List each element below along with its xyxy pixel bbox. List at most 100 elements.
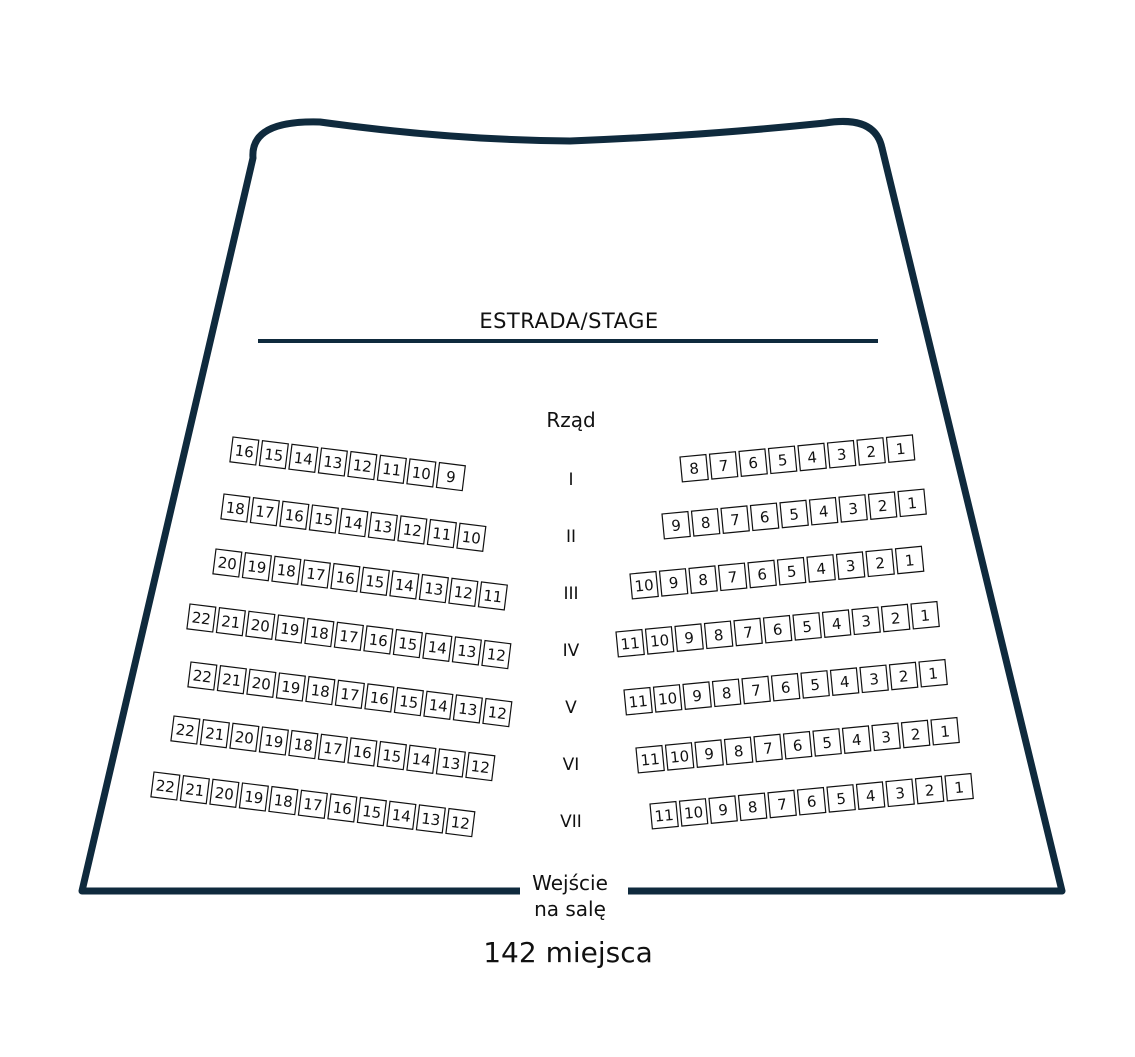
seat-box[interactable]	[393, 686, 424, 717]
seat-box[interactable]	[855, 781, 886, 810]
seat-left-row-III-12[interactable]: 12	[448, 577, 479, 607]
seat-box[interactable]	[317, 447, 348, 477]
seat-right-row-V-1[interactable]: 1	[918, 658, 948, 688]
seat-right-row-III-4[interactable]: 4	[806, 554, 836, 583]
seat-right-row-III-6[interactable]: 6	[747, 559, 777, 589]
seat-left-row-III-16[interactable]: 16	[330, 562, 361, 593]
seat-box[interactable]	[392, 628, 423, 659]
seat-box[interactable]	[422, 632, 453, 662]
seat-right-row-VI-1[interactable]: 1	[930, 716, 960, 746]
seat-left-row-V-16[interactable]: 16	[364, 683, 395, 713]
seat-box[interactable]	[910, 600, 940, 630]
seat-box[interactable]	[661, 510, 691, 540]
seat-left-row-VII-14[interactable]: 14	[386, 800, 417, 830]
seat-left-row-VII-21[interactable]: 21	[179, 775, 210, 805]
seat-box[interactable]	[415, 804, 446, 834]
seat-box[interactable]	[900, 719, 931, 749]
seat-left-row-V-15[interactable]: 15	[393, 686, 424, 717]
seat-left-row-VI-17[interactable]: 17	[317, 733, 348, 763]
seat-right-row-V-2[interactable]: 2	[888, 661, 919, 691]
seat-box[interactable]	[779, 499, 809, 529]
seat-left-row-VI-12[interactable]: 12	[465, 751, 496, 782]
seat-left-row-III-11[interactable]: 11	[477, 581, 508, 611]
seat-right-row-VII-3[interactable]: 3	[885, 778, 915, 808]
seat-box[interactable]	[376, 454, 407, 484]
seat-right-row-V-8[interactable]: 8	[711, 678, 742, 708]
seat-box[interactable]	[851, 606, 881, 636]
seat-box[interactable]	[826, 439, 857, 469]
seat-right-row-II-2[interactable]: 2	[867, 491, 898, 520]
seat-box[interactable]	[245, 610, 276, 640]
seat-box[interactable]	[347, 737, 378, 767]
seat-left-row-III-18[interactable]: 18	[271, 555, 302, 585]
seat-left-row-VII-12[interactable]: 12	[445, 807, 476, 838]
seat-right-row-IV-9[interactable]: 9	[674, 623, 704, 652]
seat-left-row-V-18[interactable]: 18	[305, 675, 336, 706]
seat-box[interactable]	[930, 716, 960, 746]
seat-left-row-II-16[interactable]: 16	[279, 500, 310, 530]
seat-left-row-III-14[interactable]: 14	[389, 570, 420, 600]
seat-box[interactable]	[465, 751, 496, 782]
seat-right-row-IV-5[interactable]: 5	[792, 612, 822, 641]
seat-left-row-VI-14[interactable]: 14	[406, 744, 437, 774]
seat-right-row-V-6[interactable]: 6	[770, 672, 801, 702]
seat-box[interactable]	[615, 628, 645, 658]
seat-left-row-V-17[interactable]: 17	[334, 679, 365, 709]
seat-right-row-VII-11[interactable]: 11	[649, 800, 679, 830]
seat-box[interactable]	[856, 437, 886, 466]
seat-right-row-IV-8[interactable]: 8	[703, 620, 734, 650]
seat-left-row-IV-19[interactable]: 19	[274, 614, 305, 644]
seat-left-row-VII-19[interactable]: 19	[238, 782, 269, 812]
seat-left-row-V-13[interactable]: 13	[452, 694, 483, 724]
seat-box[interactable]	[229, 436, 260, 466]
seat-box[interactable]	[753, 733, 783, 763]
seat-left-row-V-12[interactable]: 12	[482, 697, 513, 728]
seat-right-row-VI-2[interactable]: 2	[900, 719, 931, 749]
seat-box[interactable]	[406, 744, 437, 774]
seat-right-row-VII-9[interactable]: 9	[708, 795, 738, 824]
seat-box[interactable]	[274, 614, 305, 644]
seat-box[interactable]	[386, 800, 417, 830]
seat-right-row-IV-1[interactable]: 1	[910, 600, 940, 630]
seat-left-row-IV-18[interactable]: 18	[304, 617, 335, 648]
seat-box[interactable]	[738, 448, 768, 477]
seat-left-row-II-11[interactable]: 11	[426, 518, 457, 549]
seat-left-row-II-14[interactable]: 14	[338, 507, 369, 538]
seat-right-row-VII-6[interactable]: 6	[796, 786, 827, 816]
seat-right-row-II-6[interactable]: 6	[749, 502, 780, 532]
seat-box[interactable]	[737, 792, 768, 822]
seat-box[interactable]	[835, 551, 866, 580]
seat-box[interactable]	[918, 658, 948, 688]
seat-right-row-VI-4[interactable]: 4	[841, 725, 872, 754]
seat-left-row-VII-22[interactable]: 22	[150, 771, 181, 801]
seat-box[interactable]	[644, 626, 675, 655]
seat-box[interactable]	[170, 715, 201, 745]
seat-box[interactable]	[841, 725, 872, 754]
seat-box[interactable]	[897, 488, 927, 518]
seat-box[interactable]	[703, 620, 734, 650]
seat-box[interactable]	[688, 565, 718, 594]
seat-right-row-VI-7[interactable]: 7	[753, 733, 783, 763]
seat-box[interactable]	[711, 678, 742, 708]
seat-right-row-III-2[interactable]: 2	[865, 548, 895, 578]
seat-box[interactable]	[664, 742, 695, 771]
seat-left-row-VI-22[interactable]: 22	[170, 715, 201, 745]
seat-box[interactable]	[623, 686, 653, 716]
seat-box[interactable]	[367, 511, 398, 541]
seat-right-row-II-1[interactable]: 1	[897, 488, 927, 518]
seat-box[interactable]	[821, 609, 852, 638]
seat-box[interactable]	[334, 679, 365, 709]
seat-right-row-IV-6[interactable]: 6	[762, 614, 793, 644]
seat-left-row-V-20[interactable]: 20	[246, 668, 277, 698]
seat-right-row-II-4[interactable]: 4	[808, 496, 839, 526]
seat-box[interactable]	[894, 545, 925, 575]
seat-right-row-VI-11[interactable]: 11	[635, 744, 665, 774]
seat-box[interactable]	[445, 807, 476, 838]
seat-box[interactable]	[792, 612, 822, 641]
seat-box[interactable]	[268, 785, 299, 816]
seat-box[interactable]	[187, 661, 218, 691]
seat-right-row-VI-8[interactable]: 8	[723, 736, 754, 766]
seat-box[interactable]	[389, 570, 420, 600]
seat-left-row-VII-18[interactable]: 18	[268, 785, 299, 816]
seat-right-row-III-1[interactable]: 1	[894, 545, 925, 575]
